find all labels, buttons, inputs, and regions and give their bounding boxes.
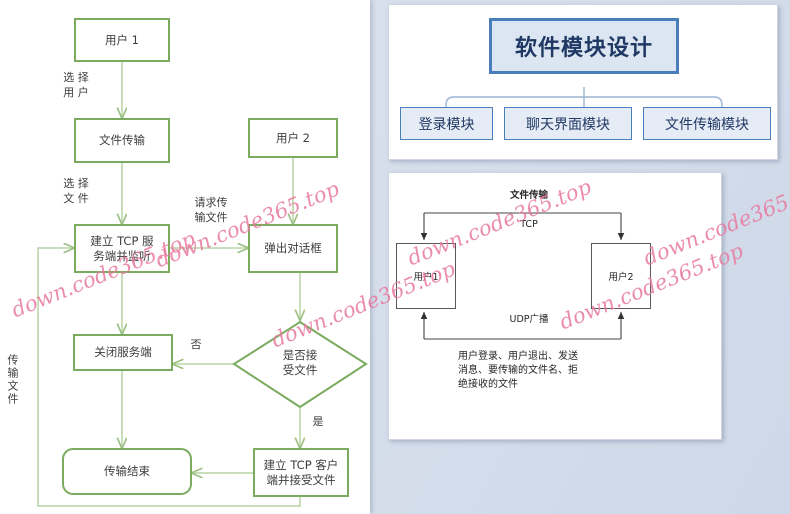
flow-edge-label-select-user: 选 择 用 户 — [63, 71, 89, 99]
network-diagram-panel: 文件传输 TCP 用户1 用户2 UDP广播 用户登录、用户退出、发送 消息、要… — [388, 172, 722, 440]
module-child-chat-ui[interactable]: 聊天界面模块 — [504, 107, 632, 140]
flow-node-user2[interactable]: 用户 2 — [248, 118, 338, 158]
flow-edge-label-transfer-file: 传输文件 — [6, 354, 19, 406]
flow-edge-label-no: 否 — [190, 338, 202, 351]
module-child-login[interactable]: 登录模块 — [400, 107, 493, 140]
flow-node-user1[interactable]: 用户 1 — [74, 18, 170, 62]
flow-node-file-transfer[interactable]: 文件传输 — [74, 118, 170, 163]
flow-node-close-server[interactable]: 关闭服务端 — [73, 334, 173, 371]
flow-node-transfer-end[interactable]: 传输结束 — [62, 448, 192, 495]
network-title-file-transfer: 文件传输 — [509, 190, 548, 201]
flow-edge-label-yes: 是 — [312, 415, 324, 428]
flow-edge-label-select-file: 选 择 文 件 — [63, 177, 89, 205]
flowchart-panel: 用户 1 文件传输 建立 TCP 服 务端并监听 关闭服务端 传输结束 用户 2… — [0, 0, 370, 514]
network-node-user2[interactable]: 用户2 — [591, 243, 651, 309]
flow-edge-label-request-transfer: 请求传 输文件 — [194, 196, 228, 224]
flow-node-tcp-server[interactable]: 建立 TCP 服 务端并监听 — [74, 224, 170, 273]
flowchart-connectors — [37, 62, 370, 507]
module-diagram-panel: 软件模块设计 登录模块 聊天界面模块 文件传输模块 — [388, 4, 778, 160]
flow-node-tcp-client[interactable]: 建立 TCP 客户 端并接受文件 — [253, 448, 349, 497]
module-child-file-transfer[interactable]: 文件传输模块 — [643, 107, 771, 140]
network-label-tcp: TCP — [520, 219, 538, 230]
flow-node-popup-dialog[interactable]: 弹出对话框 — [248, 224, 338, 273]
network-diagram-connectors — [420, 212, 625, 340]
flow-node-accept-decision-label: 是否接 受文件 — [282, 348, 318, 377]
flow-node-accept-decision[interactable] — [232, 320, 368, 410]
module-title-box[interactable]: 软件模块设计 — [489, 18, 679, 74]
network-label-udp-broadcast: UDP广播 — [509, 314, 549, 325]
network-caption: 用户登录、用户退出、发送 消息、要传输的文件名、拒 绝接收的文件 — [458, 351, 578, 390]
network-node-user1[interactable]: 用户1 — [396, 243, 456, 309]
